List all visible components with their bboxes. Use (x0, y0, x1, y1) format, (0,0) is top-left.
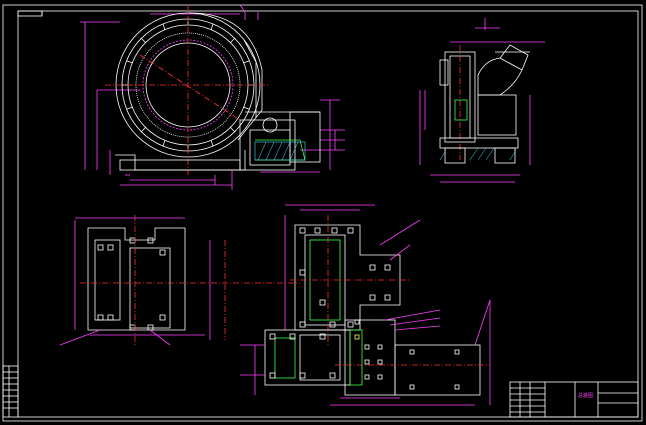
front-view-circular-housing (80, 4, 345, 190)
title-block-part-label: 总装图 (578, 392, 593, 399)
side-view-hatch (439, 147, 517, 161)
title-block (509, 381, 639, 418)
plan-view-right-plate (240, 299, 491, 406)
drawing-frame (2, 4, 643, 422)
plan-view-left-base (59, 215, 211, 346)
front-view-hatch (254, 141, 306, 161)
plan-view-center-frame (284, 204, 421, 345)
side-view-assembly (419, 18, 545, 183)
